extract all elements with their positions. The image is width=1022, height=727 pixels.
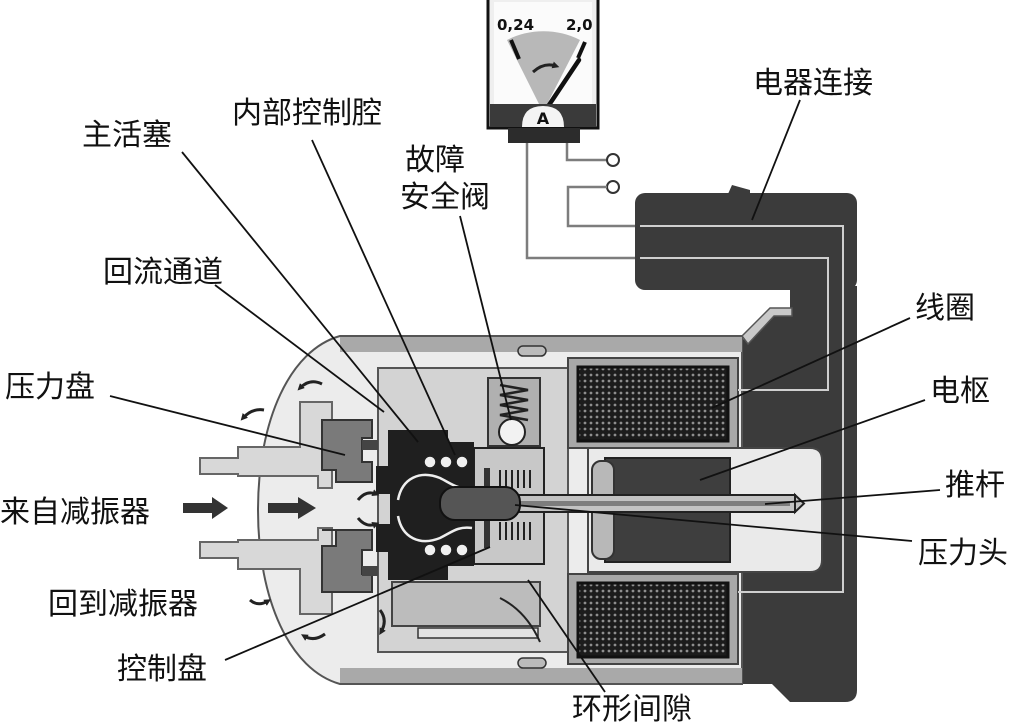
flow-arrow (240, 408, 265, 421)
valve-ball (455, 455, 469, 469)
body-bottom-wall (340, 668, 742, 683)
control-spring-lower (499, 522, 531, 540)
leader-main-piston (181, 151, 419, 443)
failsafe-valve-ball (498, 418, 526, 446)
internal-wire-1 (640, 257, 829, 391)
leader-pressure-plate (109, 395, 346, 456)
ammeter-needle (544, 57, 582, 111)
label-pressure-head: 压力头 (918, 536, 1008, 571)
control-spring-upper (499, 470, 531, 488)
leader-push-rod (764, 489, 941, 505)
wire-1 (525, 143, 640, 260)
label-main-piston: 主活塞 (82, 118, 172, 153)
leader-return-channel (214, 284, 385, 413)
leader-control-disc (224, 546, 491, 661)
leader-annular-gap (527, 579, 606, 693)
push-rod-core (520, 501, 790, 506)
internal-wire-2 (640, 225, 844, 593)
flow-arrows (183, 380, 386, 641)
inflow-arrow-2 (268, 497, 316, 519)
ammeter-direction-arrow (531, 61, 560, 74)
inflow-arrow-1 (183, 497, 228, 519)
label-armature: 电枢 (930, 374, 990, 409)
push-rod-tip (794, 492, 806, 515)
label-failsafe-valve-line1: 故障 (405, 143, 465, 178)
coil-top (576, 365, 730, 443)
body-top-wall (340, 337, 742, 352)
wiring (525, 143, 640, 260)
ammeter-scale-max-label: 2,0 (566, 16, 593, 34)
leader-inner-control-chamber (311, 139, 456, 456)
label-electrical-connection: 电器连接 (753, 66, 873, 101)
label-failsafe-valve-line2: 安全阀 (400, 180, 490, 215)
flow-arrow (297, 380, 323, 391)
labels: 电器连接 内部控制腔 主活塞 故障 安全阀 回流通道 线圈 压力盘 电枢 推杆 … (0, 66, 1008, 727)
lower-valve-seat (391, 581, 541, 627)
leader-electrical-connection (751, 99, 801, 221)
label-pressure-plate: 压力盘 (5, 370, 95, 405)
ammeter-scale-min-label: 0,24 (497, 16, 534, 34)
electrical-connector (635, 193, 857, 290)
pressure-plate-lower (321, 529, 373, 593)
label-inner-control-chamber: 内部控制腔 (232, 96, 382, 131)
piston-passage-lower (396, 515, 473, 543)
label-control-disc: 控制盘 (117, 652, 207, 687)
flow-arrow (356, 517, 380, 529)
valve-ball (439, 455, 453, 469)
port-flange-upper (199, 401, 333, 489)
wire-3 (566, 185, 640, 228)
leader-pressure-head (514, 504, 913, 542)
connector-tab (728, 185, 750, 194)
label-to-damper: 回到减振器 (48, 587, 198, 622)
ammeter-base (508, 128, 580, 143)
label-from-damper: 来自减振器 (0, 495, 150, 530)
annular-gap-edge (499, 597, 541, 643)
flow-arrow (378, 609, 386, 636)
top-seal-bump (517, 345, 547, 357)
label-coil: 线圈 (915, 291, 975, 326)
label-return-channel: 回流通道 (103, 255, 223, 290)
flow-arrow (356, 489, 380, 501)
body-top-step (741, 307, 793, 346)
leader-failsafe-valve (459, 215, 512, 421)
valve-ball (455, 543, 469, 557)
label-push-rod: 推杆 (945, 468, 1005, 503)
inlet-section (199, 401, 378, 615)
valve-ball (423, 543, 437, 557)
coil-bottom (576, 581, 730, 659)
plate-link-upper (362, 440, 378, 450)
pressure-head (439, 486, 521, 521)
ammeter-scale-sector (507, 31, 580, 113)
flow-arrow (300, 632, 326, 641)
valve-ball (423, 455, 437, 469)
valve-ball (439, 543, 453, 557)
leader-armature (699, 399, 926, 481)
plate-link-lower (362, 566, 378, 576)
leader-lines (109, 99, 941, 693)
lower-plate (417, 627, 539, 639)
control-valve (376, 377, 806, 643)
terminal-1 (606, 153, 620, 167)
ammeter-tick-min (509, 39, 521, 60)
wire-2 (565, 143, 607, 162)
ammeter-unit-window (522, 106, 564, 127)
leader-coil (711, 317, 911, 409)
ammeter: 0,24 2,0 A (486, 0, 600, 143)
bottom-seal-bump (517, 657, 547, 669)
port-flange-lower (199, 527, 333, 615)
label-annular-gap: 环形间隙 (572, 692, 692, 727)
ammeter-unit-label: A (537, 109, 550, 128)
ammeter-tick-max (576, 41, 587, 59)
terminal-2 (606, 180, 620, 194)
failsafe-valve-spring (499, 383, 529, 422)
pressure-plate-upper (321, 419, 373, 483)
flow-arrow (249, 598, 272, 606)
